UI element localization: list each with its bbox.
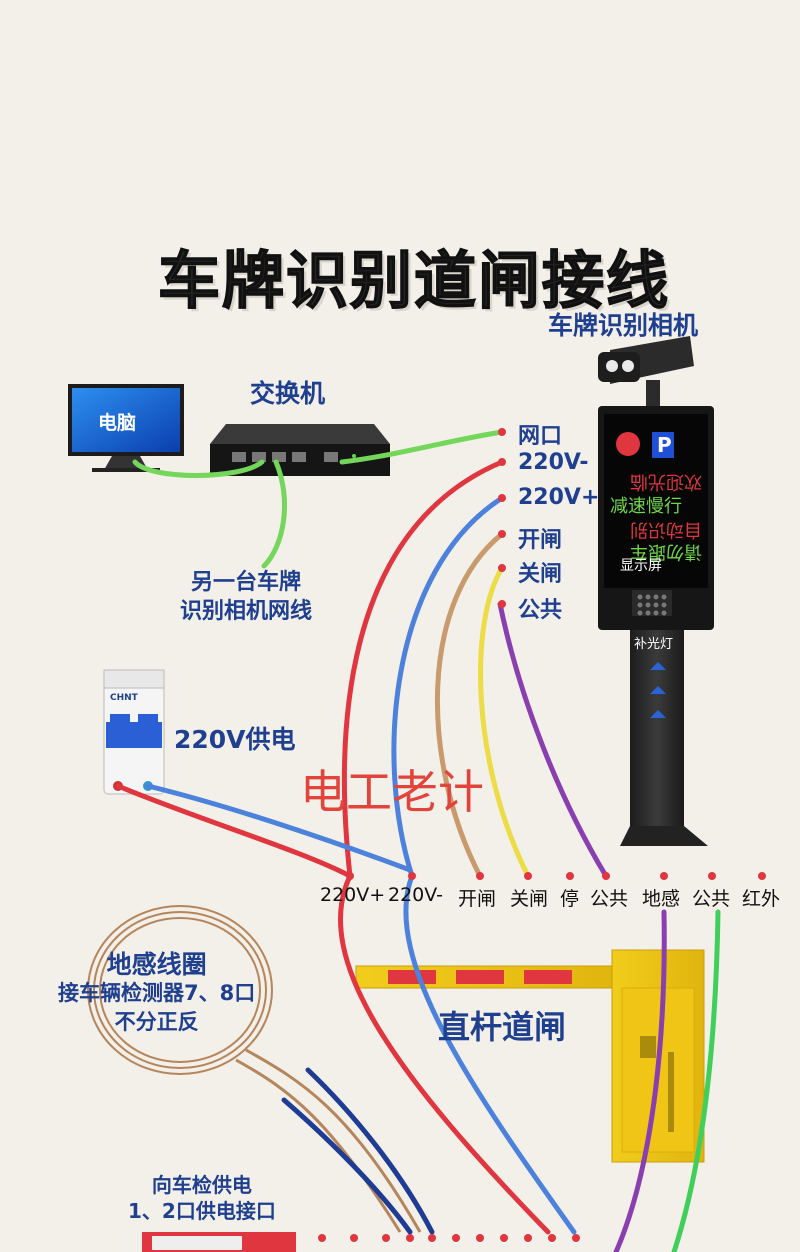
computer-label: 电脑	[98, 412, 137, 434]
lpr-camera-kiosk: P 欢迎光临 减速慢行 自动识别 请勿跟车 显示屏 补光灯	[598, 336, 714, 846]
led-line-1: 欢迎光临	[630, 471, 702, 492]
display-screen-label: 显示屏	[620, 558, 662, 574]
camera-port-dots	[498, 428, 506, 608]
barrier-terminal-common-2: 公共	[692, 888, 731, 910]
fill-light-grid	[632, 590, 672, 616]
loop-note-line-2: 接车辆检测器7、8口	[58, 981, 256, 1005]
detector-note-line-1: 向车检供电	[151, 1173, 252, 1197]
barrier-terminal-infrared: 红外	[742, 888, 781, 910]
detector-power-note: 向车检供电 1、2口供电接口	[128, 1172, 276, 1224]
parking-symbol: P	[657, 433, 672, 457]
page-title: 车牌识别道闸接线	[157, 243, 671, 318]
camera-port-220v-plus: 220V+	[518, 485, 600, 510]
loop-note-line-3: 不分正反	[114, 1010, 199, 1034]
switch-label: 交换机	[250, 379, 326, 408]
camera-label: 车牌识别相机	[548, 311, 699, 340]
led-line-2: 减速慢行	[610, 496, 682, 517]
detector-note-line-2: 1、2口供电接口	[128, 1199, 276, 1223]
barrier-terminal-220v-plus: 220V+	[320, 884, 386, 906]
barrier-terminal-common-1: 公共	[590, 888, 629, 910]
computer-monitor-icon	[68, 384, 184, 472]
control-wires	[434, 531, 609, 879]
led-line-3: 自动识别	[630, 519, 702, 540]
camera-port-common: 公共	[518, 598, 563, 623]
watermark: 电工老计	[300, 765, 484, 819]
barrier-label: 直杆道闸	[438, 1008, 567, 1046]
barrier-terminal-220v-minus: 220V-	[388, 884, 444, 906]
loop-detector-wires	[281, 909, 721, 1252]
other-camera-line-2: 识别相机网线	[180, 599, 313, 624]
camera-port-close: 关闸	[518, 562, 563, 587]
vehicle-detector-box	[142, 1232, 296, 1252]
loop-note-line-1: 地感线圈	[106, 950, 207, 979]
network-wires	[132, 429, 505, 569]
breaker-brand: CHNT	[110, 693, 139, 703]
barrier-terminal-loop: 地感	[642, 888, 681, 910]
loop-coil-note: 地感线圈 接车辆检测器7、8口 不分正反	[58, 950, 255, 1037]
ground-loop-coil	[87, 905, 422, 1233]
barrier-terminal-close: 关闸	[510, 888, 549, 910]
network-switch-icon	[210, 424, 390, 476]
barrier-terminal-open: 开闸	[458, 888, 497, 910]
other-camera-note: 另一台车牌 识别相机网线	[180, 568, 312, 626]
camera-port-network: 网口	[518, 424, 563, 449]
other-camera-line-1: 另一台车牌	[191, 570, 302, 595]
fill-light-label: 补光灯	[634, 637, 673, 652]
barrier-terminal-stop: 停	[560, 888, 580, 910]
led-line-4: 请勿跟车	[630, 541, 702, 562]
circuit-breaker-icon: CHNT	[103, 669, 165, 795]
barrier-terminal-dots	[346, 872, 766, 880]
detector-terminal-dots	[318, 1234, 580, 1242]
power-supply-label: 220V供电	[174, 725, 296, 754]
camera-port-open: 开闸	[518, 528, 563, 553]
camera-port-220v-minus: 220V-	[518, 450, 589, 475]
